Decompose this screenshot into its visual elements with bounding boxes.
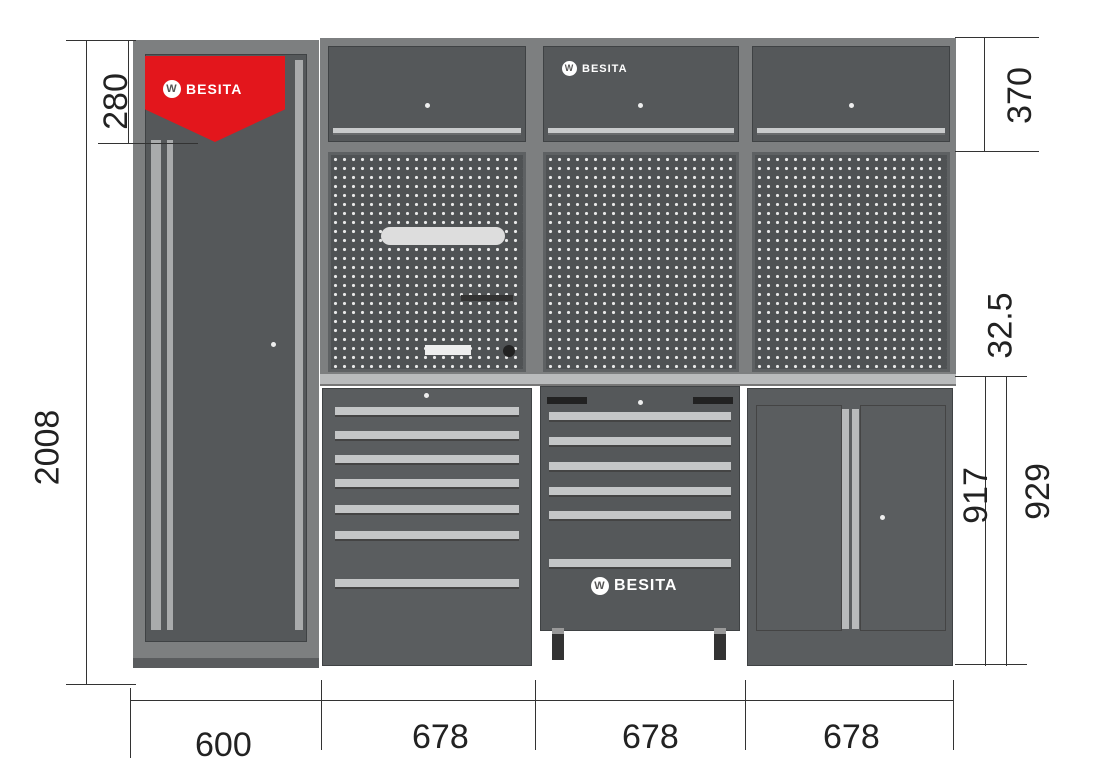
- brand-name: BESITA: [582, 62, 628, 75]
- door-knob: [271, 342, 276, 347]
- dim-worktop-thickness: 32.5: [981, 292, 1020, 359]
- dim-top-cabinet-height: 370: [1000, 67, 1039, 124]
- brand-logo-icon: W: [163, 80, 181, 98]
- pegboard-1: [328, 152, 526, 372]
- brand-name: BESITA: [186, 81, 243, 97]
- drawer-cabinet: [322, 388, 532, 666]
- wall-cabinet-3: [752, 46, 950, 142]
- brand-name: BESITA: [614, 577, 678, 594]
- dim-width-4: 678: [823, 718, 880, 756]
- dim-base-height-917: 917: [956, 467, 995, 524]
- dim-logo-height: 280: [96, 73, 135, 130]
- dim-width-2: 678: [412, 718, 469, 756]
- caster-wheel: [714, 628, 726, 660]
- brand-logo-icon: W: [591, 577, 609, 595]
- dim-width-3: 678: [622, 718, 679, 756]
- caster-wheel: [552, 628, 564, 660]
- pegboard-3: [752, 152, 950, 372]
- worktop: [320, 374, 956, 386]
- dim-base-height-929: 929: [1018, 463, 1057, 520]
- wall-cabinet-2: W BESITA: [543, 46, 739, 142]
- tall-cabinet: W BESITA: [133, 40, 319, 668]
- tool-cart: W BESITA: [540, 386, 740, 631]
- brand-logo-icon: W: [562, 61, 577, 76]
- dim-total-height: 2008: [28, 409, 67, 486]
- dim-width-1: 600: [195, 726, 252, 764]
- wall-cabinet-1: [328, 46, 526, 142]
- door-cabinet: [747, 388, 953, 666]
- pegboard-2: [543, 152, 739, 372]
